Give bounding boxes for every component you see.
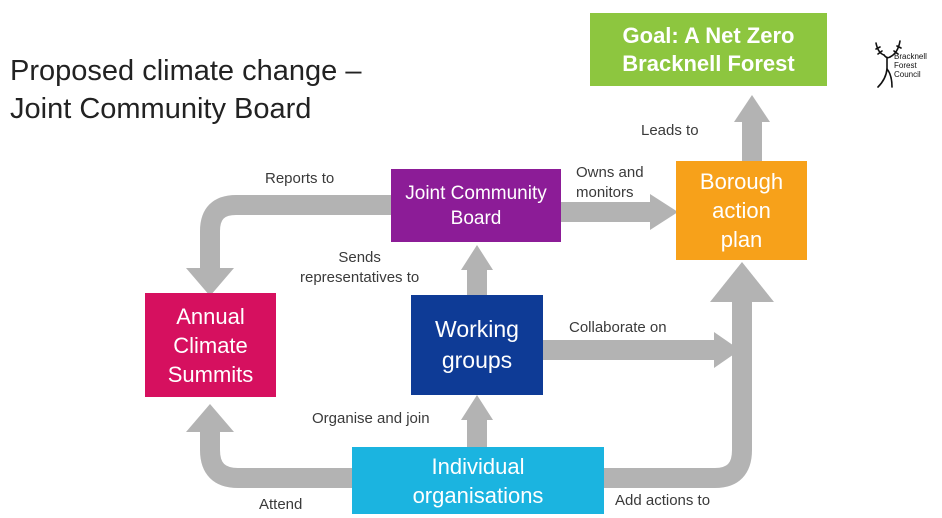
arrowhead-organise <box>461 395 493 420</box>
arrowhead-leads <box>734 95 770 122</box>
arrow-reports-to <box>200 195 391 268</box>
arrowhead-reports <box>186 268 234 296</box>
arrowhead-collab <box>714 332 740 368</box>
label-reports-to: Reports to <box>265 170 335 187</box>
label-leads-to: Leads to <box>641 122 699 139</box>
council-logo-text: Bracknell Forest Council <box>894 52 927 79</box>
label-collaborate-on: Collaborate on <box>569 319 667 336</box>
individual-organisations-box: Individual organisations <box>352 447 604 514</box>
arrowhead-add-actions <box>710 262 774 302</box>
arrowhead-sends <box>461 245 493 270</box>
label-attend: Attend <box>259 496 303 513</box>
annual-climate-summits-box: Annual Climate Summits <box>145 293 276 397</box>
arrow-add-actions <box>604 300 752 488</box>
label-sends-representatives-to: Sends representatives to <box>300 249 420 286</box>
label-add-actions-to: Add actions to <box>615 492 711 509</box>
label-organise-and-join: Organise and join <box>312 410 430 427</box>
arrowhead-owns <box>650 194 678 230</box>
goal-box: Goal: A Net Zero Bracknell Forest <box>590 13 827 86</box>
borough-action-plan-box: Borough action plan <box>676 161 807 260</box>
label-owns-and-monitors: Owns and monitors <box>576 164 644 201</box>
stag-icon <box>875 40 902 88</box>
working-groups-box: Working groups <box>411 295 543 395</box>
arrowhead-attend <box>186 404 234 432</box>
arrow-attend <box>200 432 352 488</box>
page-title: Proposed climate change – Joint Communit… <box>10 55 362 125</box>
joint-community-board-box: Joint Community Board <box>391 169 561 242</box>
